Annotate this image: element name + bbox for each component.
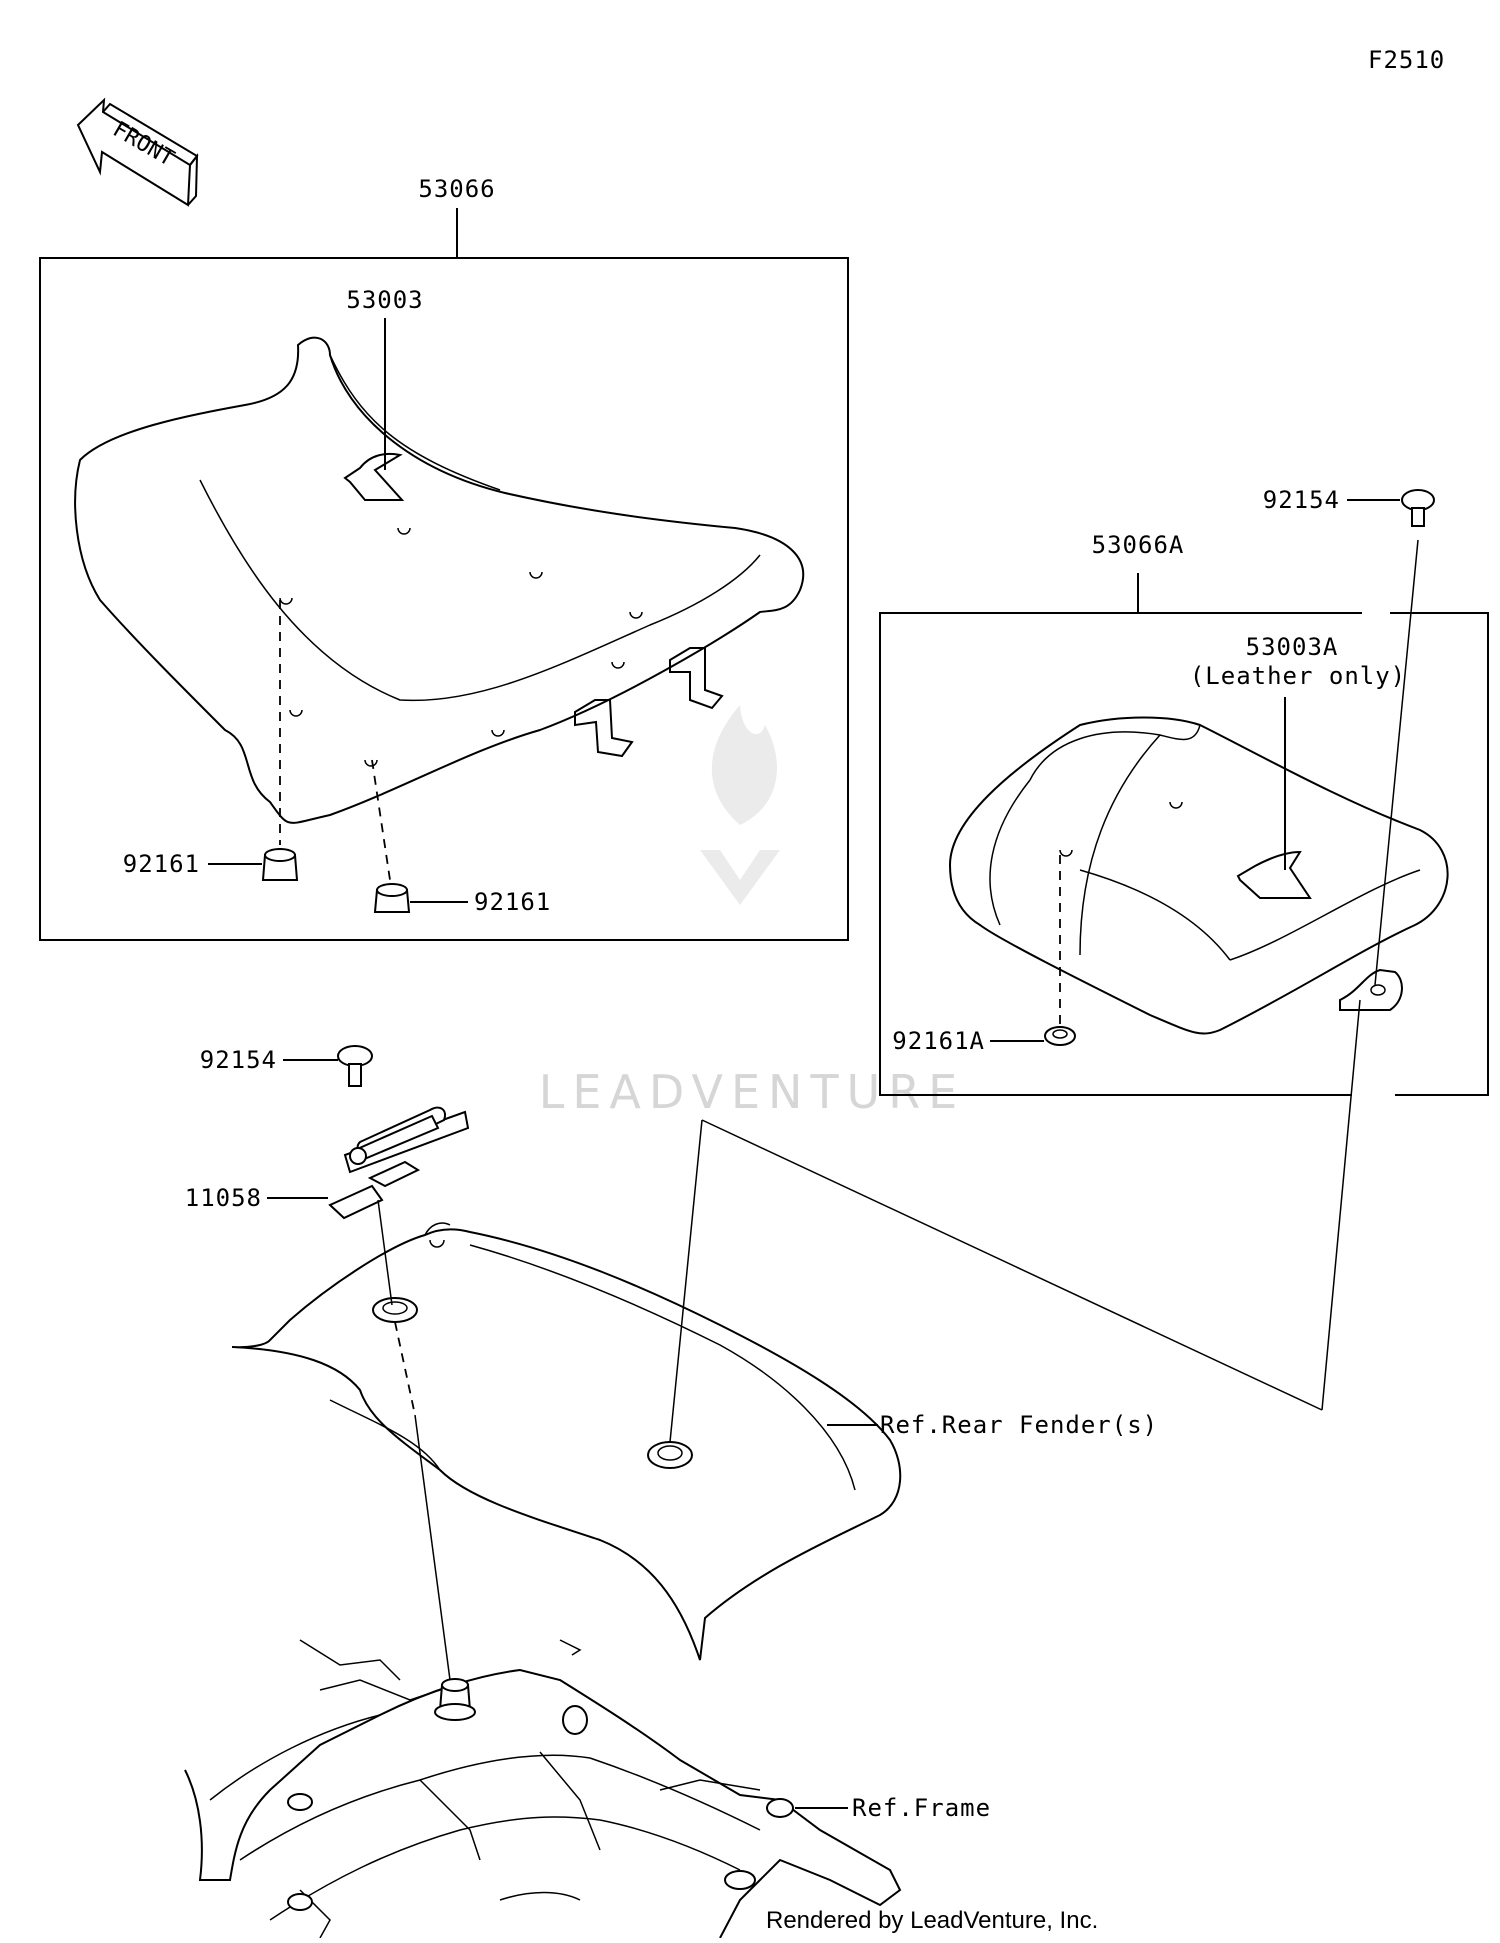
label-92161-left: 92161 (123, 850, 200, 878)
bracket-icon (328, 1106, 470, 1220)
frame-mount-icon (434, 1678, 476, 1721)
passenger-seat (948, 716, 1449, 1035)
label-ref-rear-fender: Ref.Rear Fender(s) (880, 1411, 1158, 1439)
rider-damper-left-icon (261, 848, 299, 881)
bracket-group: 92154 11058 (185, 1045, 470, 1306)
frame-knob-icon (287, 1705, 794, 1911)
bracket-bolt-icon (337, 1045, 373, 1087)
front-arrow-icon: FRONT (76, 97, 199, 207)
passenger-damper-icon (1044, 1026, 1076, 1046)
rear-fender (231, 1228, 902, 1661)
label-92161-right: 92161 (474, 888, 551, 916)
label-53066A: 53066A (1092, 531, 1185, 559)
rider-damper-right-icon (373, 883, 411, 913)
watermark-text: LEADVENTURE (539, 1065, 966, 1119)
passenger-bolt-icon (1401, 489, 1435, 527)
watermark: LEADVENTURE (539, 705, 966, 1119)
label-53003A: 53003A (1246, 633, 1339, 661)
label-53066: 53066 (418, 175, 495, 203)
rear-fender-group: Ref.Rear Fender(s) (231, 999, 1361, 1681)
front-label: FRONT (108, 117, 178, 172)
label-11058: 11058 (185, 1184, 262, 1212)
figure-id: F2510 (1368, 46, 1445, 74)
label-92161A: 92161A (892, 1027, 985, 1055)
label-53003: 53003 (346, 286, 423, 314)
label-ref-frame: Ref.Frame (852, 1794, 991, 1822)
passenger-seat-box-left (879, 612, 1362, 1096)
label-leather-only: (Leather only) (1190, 662, 1406, 690)
label-92154-passenger: 92154 (1263, 486, 1340, 514)
rider-seat (74, 336, 805, 824)
passenger-seat-group: 53066A 53003A (Leather only) 92154 (879, 486, 1489, 1096)
rider-seat-group: 53066 53003 92161 (39, 175, 849, 941)
passenger-seat-box-right (1390, 612, 1489, 1096)
frame-group: Ref.Frame (184, 1639, 991, 1939)
footer-credit: Rendered by LeadVenture, Inc. (766, 1907, 1098, 1934)
label-92154-bracket: 92154 (200, 1046, 277, 1074)
rider-seat-box (39, 257, 849, 941)
